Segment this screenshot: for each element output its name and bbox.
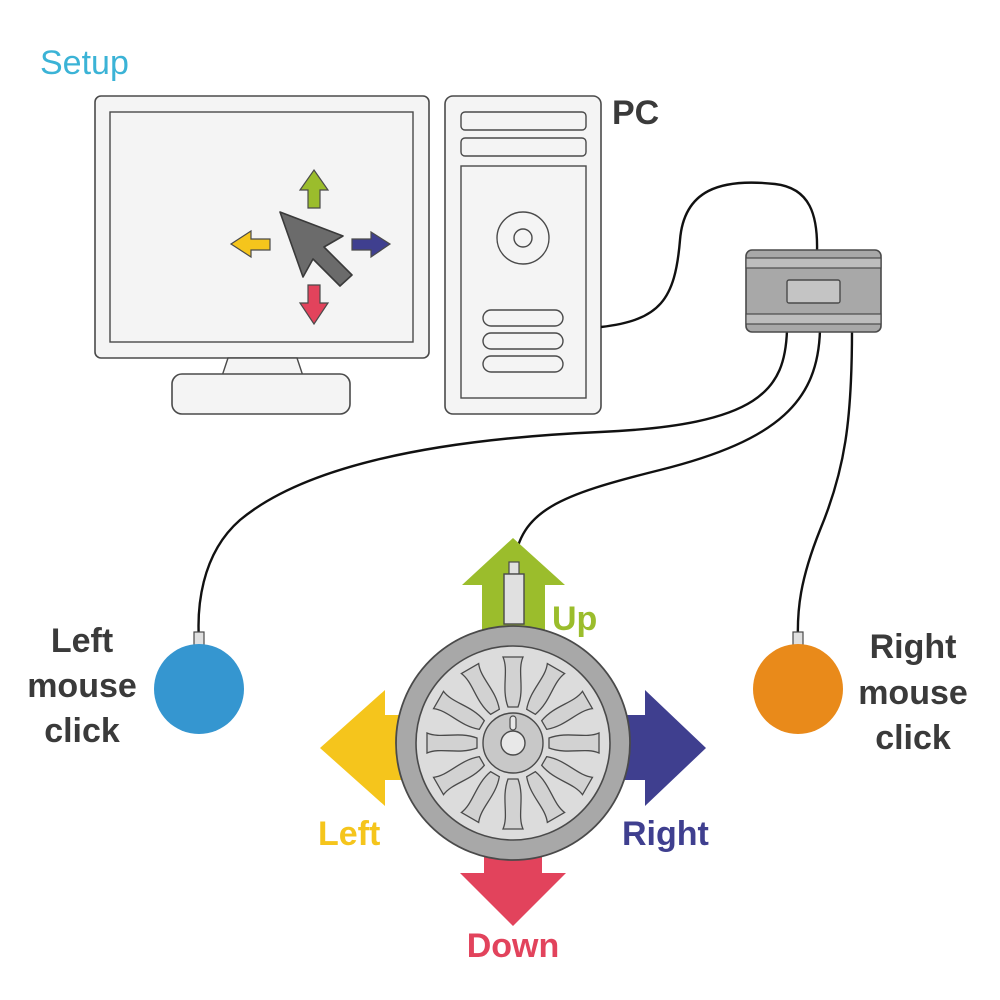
right-click-label-line3: click (875, 719, 951, 757)
cable-hub-to-right-button (796, 329, 854, 641)
monitor (94, 95, 430, 415)
cable-hub-to-left-button (197, 329, 789, 641)
joystick-groove (502, 656, 524, 708)
joystick-groove (432, 690, 486, 731)
pc-label: PC (612, 94, 659, 132)
joystick-groove (426, 732, 478, 754)
cable-pc-to-hub (600, 181, 819, 329)
left-click-label-line2: mouse (27, 667, 137, 705)
up-label: Up (552, 600, 597, 638)
joystick-plug (503, 561, 525, 625)
joystick-groove (540, 690, 594, 731)
left-click-button (154, 631, 244, 734)
down-label: Down (467, 927, 560, 965)
left-arrow (320, 690, 415, 806)
down-arrow (460, 840, 566, 926)
left-click-label: Left mouse click (27, 622, 137, 750)
pc-tower (444, 95, 602, 415)
joystick-groove (460, 770, 501, 824)
right-arrow (612, 690, 706, 806)
right-click-label-line2: mouse (858, 674, 968, 712)
cable-hub-to-joystick (512, 329, 822, 566)
right-click-label-line1: Right (870, 628, 957, 666)
screen-down-arrow (298, 284, 330, 326)
right-click-label: Right mouse click (858, 628, 968, 757)
screen-right-arrow (351, 230, 392, 259)
screen-left-arrow (229, 229, 271, 259)
joystick-groove (525, 662, 566, 716)
left-click-label-line3: click (44, 712, 120, 750)
left-click-label-line1: Left (51, 622, 113, 660)
joystick-groove (525, 770, 566, 824)
left-label: Left (318, 815, 380, 853)
setup-title: Setup (40, 44, 129, 82)
joystick-groove (432, 755, 486, 796)
usb-hub (745, 249, 882, 333)
joystick-groove (540, 755, 594, 796)
joystick-groove (460, 662, 501, 716)
cables (197, 181, 854, 641)
screen-up-arrow (298, 168, 330, 209)
cursor-icon (279, 211, 353, 287)
right-click-button (753, 631, 843, 734)
joystick-groove (548, 732, 600, 754)
screen-arrows (229, 168, 392, 326)
joystick (395, 625, 631, 861)
joystick-groove (502, 778, 524, 830)
right-label: Right (622, 815, 709, 853)
